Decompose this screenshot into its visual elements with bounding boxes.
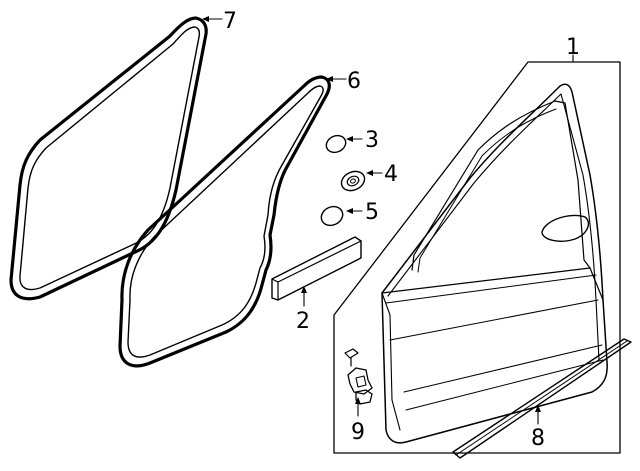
door-shell-part [381,83,608,444]
plug-part-5 [320,205,344,227]
callout-5: 5 [365,200,379,225]
leader-lines [202,16,574,425]
callout-2: 2 [296,309,310,334]
callout-9: 9 [351,420,365,445]
callout-labels: 7 6 3 4 5 2 1 9 8 [223,9,580,451]
callout-8: 8 [531,426,545,451]
grommet-part-4 [340,170,366,192]
body-weatherstrip-part [118,75,331,368]
hinge-part [344,348,373,405]
callout-7: 7 [223,9,237,34]
rocker-weatherstrip-part [452,338,632,459]
door-weatherstrip-part [9,16,208,301]
callout-3: 3 [365,128,379,153]
plug-part-3 [325,134,347,154]
belt-molding-part [271,236,362,301]
callout-6: 6 [347,69,361,94]
callout-1: 1 [566,35,580,60]
callout-4: 4 [384,162,398,187]
door-group-bracket [333,61,621,454]
